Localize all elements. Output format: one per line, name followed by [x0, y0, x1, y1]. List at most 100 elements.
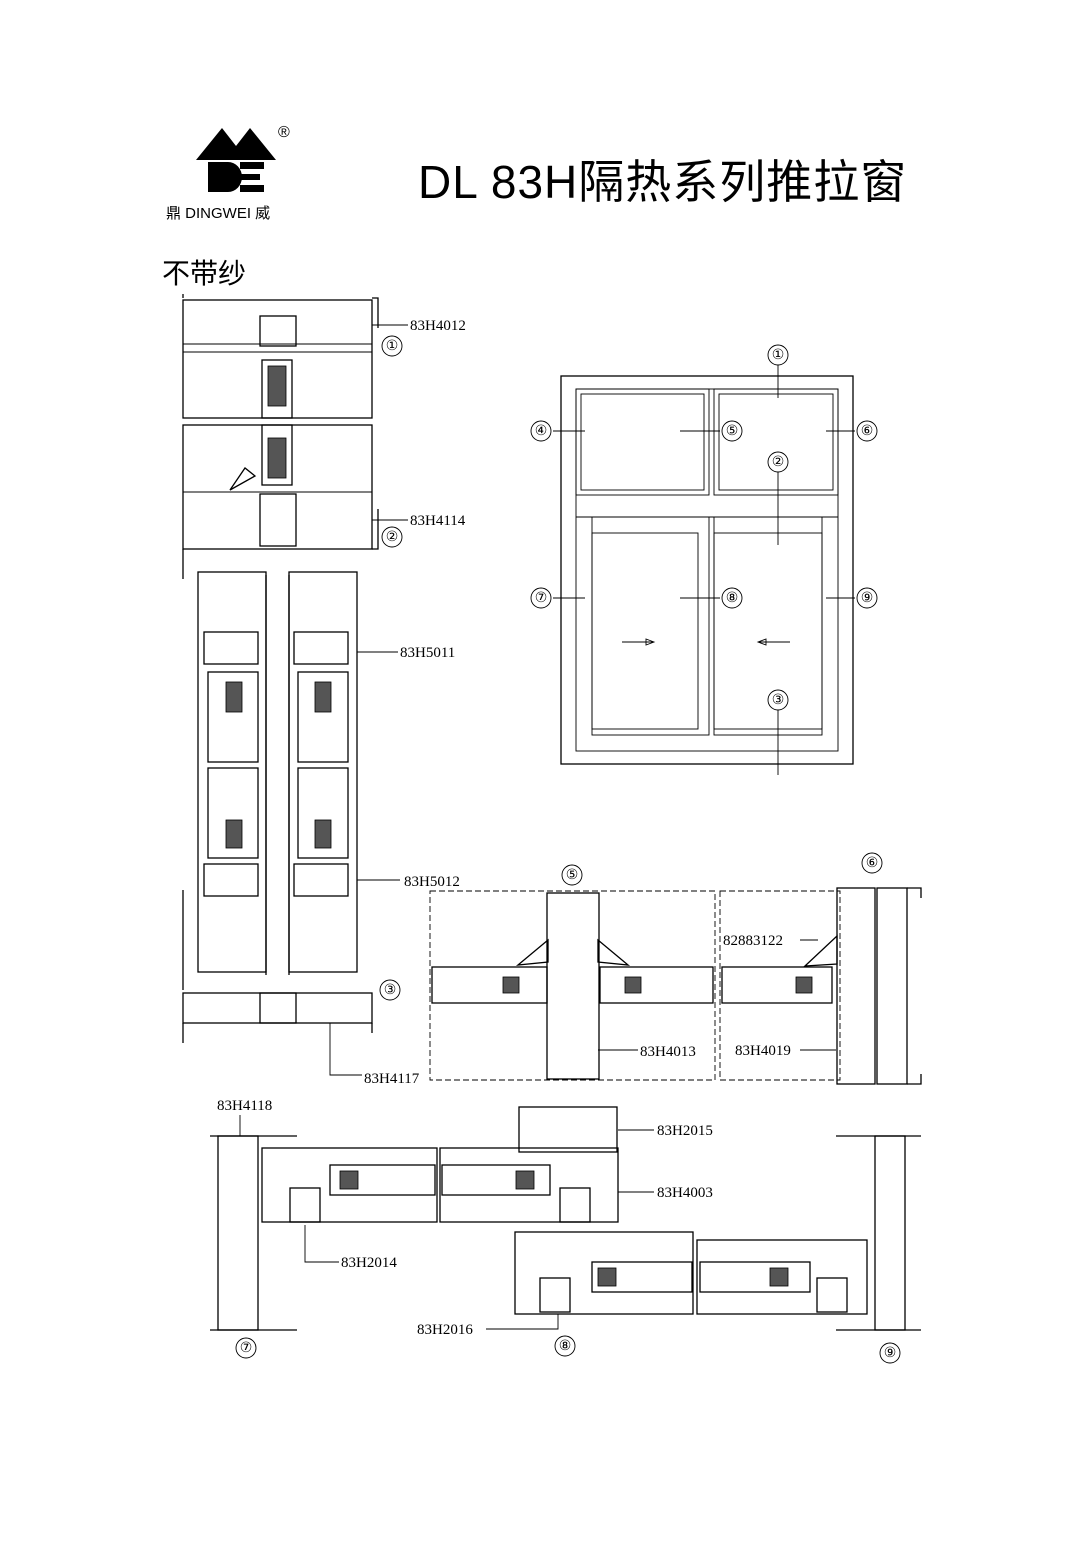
- drawing-text: ⑨: [861, 590, 874, 606]
- label-83H2016: 83H2016: [417, 1322, 473, 1338]
- drawing-line: [719, 890, 841, 1081]
- label-83H4019: 83H4019: [735, 1043, 791, 1059]
- drawing-line: [429, 890, 716, 1081]
- drawing-line: [182, 890, 373, 1043]
- registered-mark: ®: [278, 124, 290, 141]
- drawing-line: [836, 887, 876, 1085]
- drawing-line: [381, 335, 403, 357]
- label-83H4118: 83H4118: [217, 1098, 272, 1114]
- drawing-line: [240, 185, 264, 192]
- drawing-line: [240, 162, 264, 169]
- drawing-line: [803, 934, 838, 967]
- drawing-line: [580, 393, 705, 491]
- drawing-text: ⑥: [866, 855, 879, 871]
- drawing-line: [591, 516, 710, 736]
- drawing-line: [597, 1267, 617, 1287]
- drawing-line: [182, 992, 373, 1024]
- drawing-text: ⑥: [861, 423, 874, 439]
- drawing-line: [314, 819, 332, 849]
- label-83H4003: 83H4003: [657, 1185, 713, 1201]
- drawing-line: [297, 671, 349, 763]
- drawing-text: ⑦: [240, 1340, 253, 1356]
- drawing-text: ④: [535, 423, 548, 439]
- marker-6-detail: ⑥: [861, 852, 883, 874]
- marker-2-detail: ②: [381, 526, 403, 548]
- drawing-line: [259, 992, 297, 1024]
- drawing-line: [756, 638, 790, 646]
- drawing-text: ⑤: [726, 423, 739, 439]
- drawing-line: [261, 359, 293, 419]
- drawing-line: [379, 979, 401, 1001]
- drawing-line: [225, 819, 243, 849]
- section-subtitle: 不带纱: [162, 257, 247, 290]
- drawing-line: [879, 1342, 901, 1364]
- drawing-line: [514, 1231, 694, 1315]
- drawing-line: [304, 1129, 654, 1330]
- drawing-line: [721, 420, 743, 442]
- drawing-line: [207, 767, 259, 859]
- drawing-text: ⑧: [726, 590, 739, 606]
- marker-9-elev: ⑨: [856, 587, 878, 609]
- drawing-line: [575, 388, 710, 496]
- label-83H5011: 83H5011: [400, 645, 455, 661]
- drawing-line: [441, 1164, 551, 1196]
- drawing-line: [599, 966, 714, 1004]
- drawing-line: [721, 587, 743, 609]
- drawing-line: [591, 1261, 693, 1293]
- drawing-line: [836, 1135, 921, 1331]
- label-83H4117: 83H4117: [364, 1071, 420, 1087]
- marker-8-detail: ⑧: [554, 1335, 576, 1357]
- drawing-line: [515, 1170, 535, 1190]
- drawing-text: ⑨: [884, 1345, 897, 1361]
- drawing-line: [530, 420, 552, 442]
- drawing-text: ⑦: [535, 590, 548, 606]
- drawing-line: [518, 1106, 618, 1153]
- drawing-line: [381, 526, 403, 548]
- drawing-line: [554, 1335, 576, 1357]
- drawing-line: [314, 681, 332, 713]
- drawing-line: [907, 887, 922, 1085]
- drawing-line: [591, 532, 699, 730]
- label-83H2015: 83H2015: [657, 1123, 713, 1139]
- label-83H4012: 83H4012: [410, 318, 466, 334]
- drawing-line: [210, 1135, 297, 1331]
- drawing-line: [721, 966, 833, 1004]
- drawing-line: [259, 315, 297, 347]
- drawing-line: [293, 863, 349, 897]
- drawing-line: [182, 509, 379, 579]
- marker-7-detail: ⑦: [235, 1337, 257, 1359]
- label-83H5012: 83H5012: [404, 874, 460, 890]
- part-labels: 83H4012 83H4114 83H5011 83H5012 83H4117 …: [217, 318, 791, 1338]
- label-83H4013: 83H4013: [640, 1044, 696, 1060]
- drawing-line: [208, 162, 222, 192]
- drawing-line: [182, 294, 379, 328]
- drawing-line: [515, 938, 631, 966]
- drawing-line: [222, 162, 242, 192]
- dingwei-logo: [196, 128, 276, 192]
- drawing-line: [856, 587, 878, 609]
- marker-5-elev: ⑤: [721, 420, 743, 442]
- drawing-line: [718, 393, 834, 491]
- drawing-line: [699, 1261, 811, 1293]
- drawing-line: [856, 420, 878, 442]
- marker-8-elev: ⑧: [721, 587, 743, 609]
- label-83H2014: 83H2014: [341, 1255, 397, 1271]
- drawing-line: [622, 638, 656, 646]
- drawing-line: [293, 631, 349, 665]
- drawing-line: [203, 631, 259, 665]
- marker-4-elev: ④: [530, 420, 552, 442]
- drawing-line: [329, 1164, 436, 1196]
- drawing-line: [560, 375, 854, 765]
- drawing-line: [713, 532, 823, 730]
- drawing-line: [795, 976, 813, 994]
- drawing-text: ②: [772, 454, 785, 470]
- drawing-line: [769, 1267, 789, 1287]
- drawing-line: [207, 671, 259, 763]
- drawing-line: [696, 1239, 868, 1315]
- drawing-line: [502, 976, 520, 994]
- drawing-line: [539, 1277, 571, 1313]
- drawing-text: ①: [772, 347, 785, 363]
- drawing-line: [431, 966, 548, 1004]
- horizontal-section-5-6: [429, 887, 922, 1085]
